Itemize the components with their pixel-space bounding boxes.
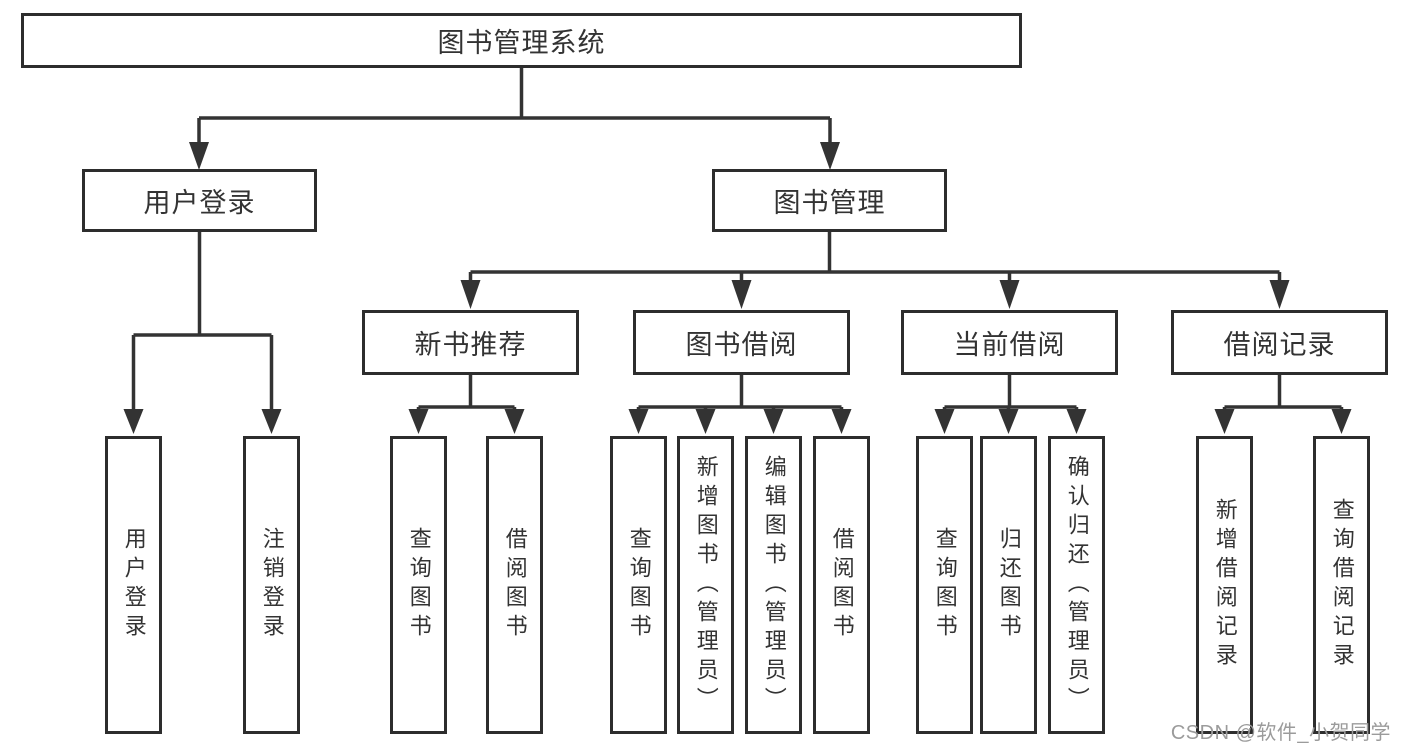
node-label: 新增借阅记录 <box>1212 498 1238 672</box>
node-label: 借阅图书 <box>502 527 528 643</box>
node-label: 用户登录 <box>121 527 147 643</box>
node-new-book-recommendation: 新书推荐 <box>362 310 579 375</box>
node-label: 当前借阅 <box>953 330 1066 360</box>
node-label: 新书推荐 <box>414 330 527 360</box>
node-add-borrow-record: 新增借阅记录 <box>1196 436 1253 734</box>
node-label: 查询图书 <box>932 527 958 643</box>
node-label: 注销登录 <box>259 527 285 643</box>
node-label: 编辑图书（管理员） <box>761 454 787 716</box>
node-return-books: 归还图书 <box>980 436 1037 734</box>
node-add-books-admin: 新增图书（管理员） <box>677 436 734 734</box>
node-book-management: 图书管理 <box>712 169 947 232</box>
node-borrow-books: 借阅图书 <box>813 436 870 734</box>
node-current-borrowing: 当前借阅 <box>901 310 1118 375</box>
node-label: 图书管理 <box>773 188 886 218</box>
node-borrow-books: 借阅图书 <box>486 436 543 734</box>
node-query-books: 查询图书 <box>390 436 447 734</box>
node-label: 查询图书 <box>626 527 652 643</box>
node-query-books: 查询图书 <box>610 436 667 734</box>
node-library-management-system: 图书管理系统 <box>21 13 1022 68</box>
node-edit-books-admin: 编辑图书（管理员） <box>745 436 802 734</box>
node-label: 确认归还（管理员） <box>1064 454 1090 716</box>
node-query-borrow-record: 查询借阅记录 <box>1313 436 1370 734</box>
node-confirm-return-admin: 确认归还（管理员） <box>1048 436 1105 734</box>
node-label: 图书管理系统 <box>437 28 606 58</box>
node-book-borrowing: 图书借阅 <box>633 310 850 375</box>
node-label: 用户登录 <box>143 188 256 218</box>
watermark-text: CSDN @软件_小贺同学 <box>1170 722 1391 744</box>
node-label: 查询图书 <box>406 527 432 643</box>
node-logout: 注销登录 <box>243 436 300 734</box>
node-label: 新增图书（管理员） <box>693 454 719 716</box>
node-label: 图书借阅 <box>685 330 798 360</box>
node-borrowing-records: 借阅记录 <box>1171 310 1388 375</box>
arrowhead-icons <box>123 142 1352 434</box>
node-label: 归还图书 <box>996 527 1022 643</box>
node-user-login-leaf: 用户登录 <box>105 436 162 734</box>
node-query-books: 查询图书 <box>916 436 973 734</box>
node-label: 查询借阅记录 <box>1329 498 1355 672</box>
node-label: 借阅记录 <box>1223 330 1336 360</box>
node-label: 借阅图书 <box>829 527 855 643</box>
node-user-login: 用户登录 <box>82 169 317 232</box>
